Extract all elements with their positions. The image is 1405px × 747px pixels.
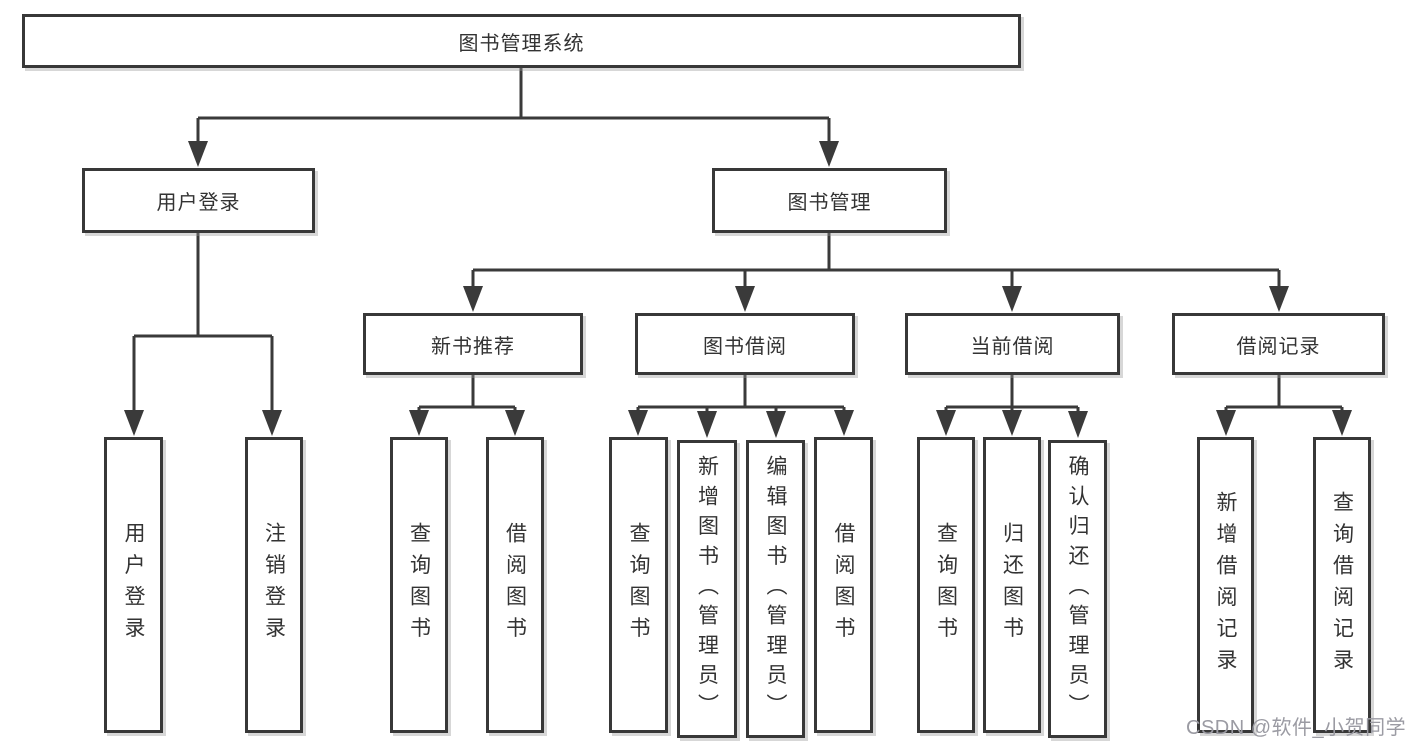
leaf-borrow-books-recommend: 借阅图书: [486, 437, 544, 733]
leaf-logout: 注销登录: [245, 437, 303, 733]
node-book-management: 图书管理: [712, 168, 947, 233]
node-current-borrow: 当前借阅: [905, 313, 1120, 375]
leaf-add-books-admin: 新增图书（管理员）: [677, 440, 737, 738]
node-book-borrow: 图书借阅: [635, 313, 855, 375]
leaf-query-books-borrow: 查询图书: [609, 437, 668, 733]
leaf-confirm-return-admin: 确认归还（管理员）: [1048, 440, 1107, 738]
leaf-add-borrow-record: 新增借阅记录: [1197, 437, 1254, 733]
leaf-user-login: 用户登录: [104, 437, 163, 733]
leaf-borrow-books: 借阅图书: [814, 437, 873, 733]
csdn-watermark: CSDN @软件_小贺同学: [1186, 717, 1405, 739]
leaf-query-books-current: 查询图书: [917, 437, 975, 733]
leaf-query-books-recommend: 查询图书: [390, 437, 448, 733]
leaf-edit-books-admin: 编辑图书（管理员）: [746, 440, 805, 738]
arrowhead-icons: [124, 141, 1352, 438]
node-new-book-recommend: 新书推荐: [363, 313, 583, 375]
node-borrow-records: 借阅记录: [1172, 313, 1385, 375]
leaf-query-borrow-record: 查询借阅记录: [1313, 437, 1371, 733]
node-root-system: 图书管理系统: [22, 14, 1021, 68]
leaf-return-books: 归还图书: [983, 437, 1041, 733]
node-user-login: 用户登录: [82, 168, 315, 233]
